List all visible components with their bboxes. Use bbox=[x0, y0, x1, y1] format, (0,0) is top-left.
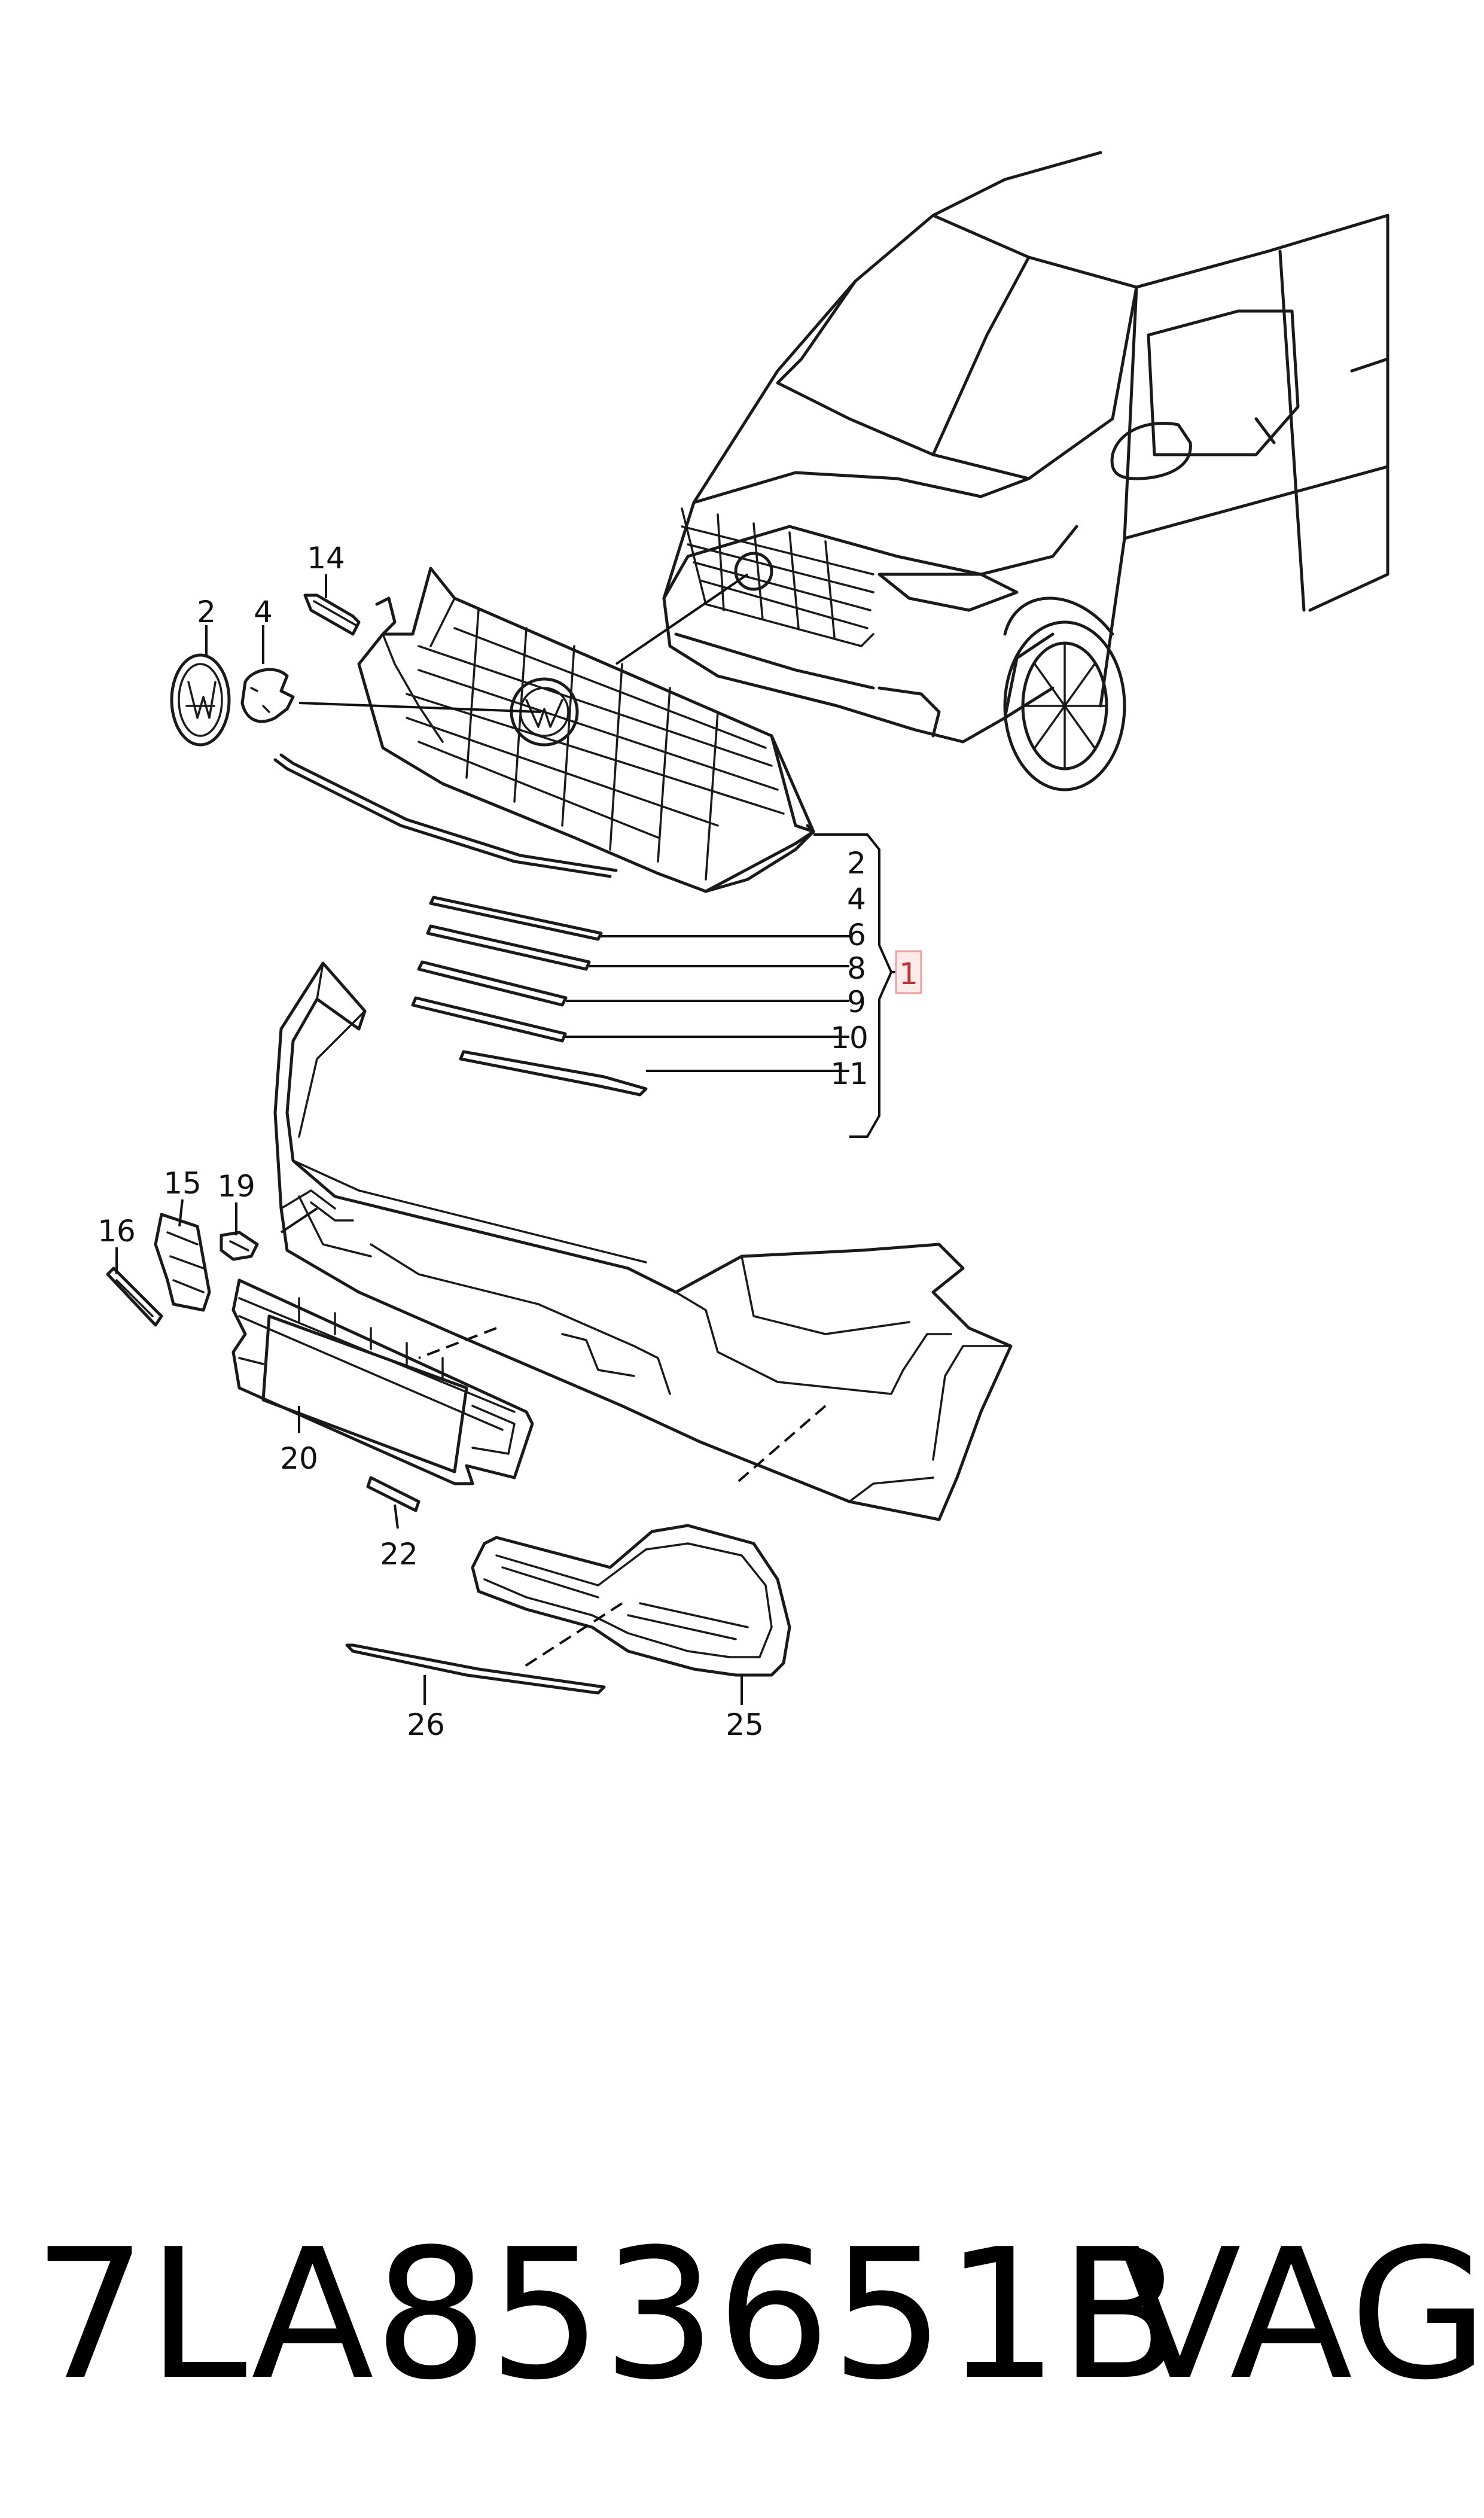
leader-emblem bbox=[298, 702, 542, 713]
leader-bumper-fog bbox=[735, 1405, 827, 1485]
callout-2-top: 2 bbox=[197, 595, 216, 629]
tick-15 bbox=[178, 1199, 184, 1227]
callout-9: 9 bbox=[847, 985, 866, 1019]
callout-25: 25 bbox=[726, 1707, 764, 1742]
callout-14: 14 bbox=[307, 541, 345, 576]
part-9-strip bbox=[417, 960, 568, 1007]
part-14-clip bbox=[303, 593, 361, 636]
van-illustration bbox=[615, 151, 1389, 791]
radiator-grille bbox=[357, 567, 815, 893]
callout-20: 20 bbox=[280, 1441, 318, 1476]
part-19-clip bbox=[220, 1231, 259, 1261]
part-6-strip bbox=[429, 896, 603, 941]
callout-16: 16 bbox=[97, 1214, 136, 1249]
leader-19-mount bbox=[280, 1207, 318, 1234]
callout-4-top: 4 bbox=[254, 595, 273, 629]
callout-2: 2 bbox=[847, 846, 866, 881]
part-10-strip bbox=[411, 996, 567, 1043]
callout-4: 4 bbox=[847, 882, 866, 917]
part-25-fog-surround bbox=[471, 1524, 791, 1677]
callout-10: 10 bbox=[830, 1021, 869, 1055]
leader-bumper-grille bbox=[418, 1327, 497, 1359]
part-4-emblem-carrier bbox=[240, 668, 295, 723]
callout-19: 19 bbox=[217, 1169, 255, 1204]
callout-1-group: 1 bbox=[899, 957, 918, 991]
part-2-emblem-front bbox=[170, 653, 231, 747]
part-number: 7LA853651B bbox=[33, 2211, 1183, 2419]
front-bumper bbox=[273, 961, 1013, 1521]
part-8-strip bbox=[426, 924, 591, 971]
callout-11: 11 bbox=[830, 1056, 869, 1091]
highlight-box bbox=[895, 950, 922, 994]
part-11-strip bbox=[459, 1050, 648, 1097]
callout-26: 26 bbox=[407, 1707, 445, 1742]
callout-6: 6 bbox=[847, 918, 866, 952]
upper-chrome-strip bbox=[273, 753, 618, 878]
part-20-lower-grille bbox=[231, 1278, 534, 1485]
tick-22 bbox=[394, 1504, 399, 1529]
brand-label: VAG bbox=[1119, 2211, 1484, 2419]
part-15-bracket bbox=[154, 1213, 211, 1312]
callout-8: 8 bbox=[847, 951, 866, 986]
part-22-trim bbox=[366, 1476, 420, 1512]
callout-15: 15 bbox=[163, 1166, 202, 1201]
part-16-clip bbox=[106, 1266, 163, 1327]
part-26-strip bbox=[345, 1643, 606, 1695]
callout-22: 22 bbox=[380, 1537, 418, 1572]
